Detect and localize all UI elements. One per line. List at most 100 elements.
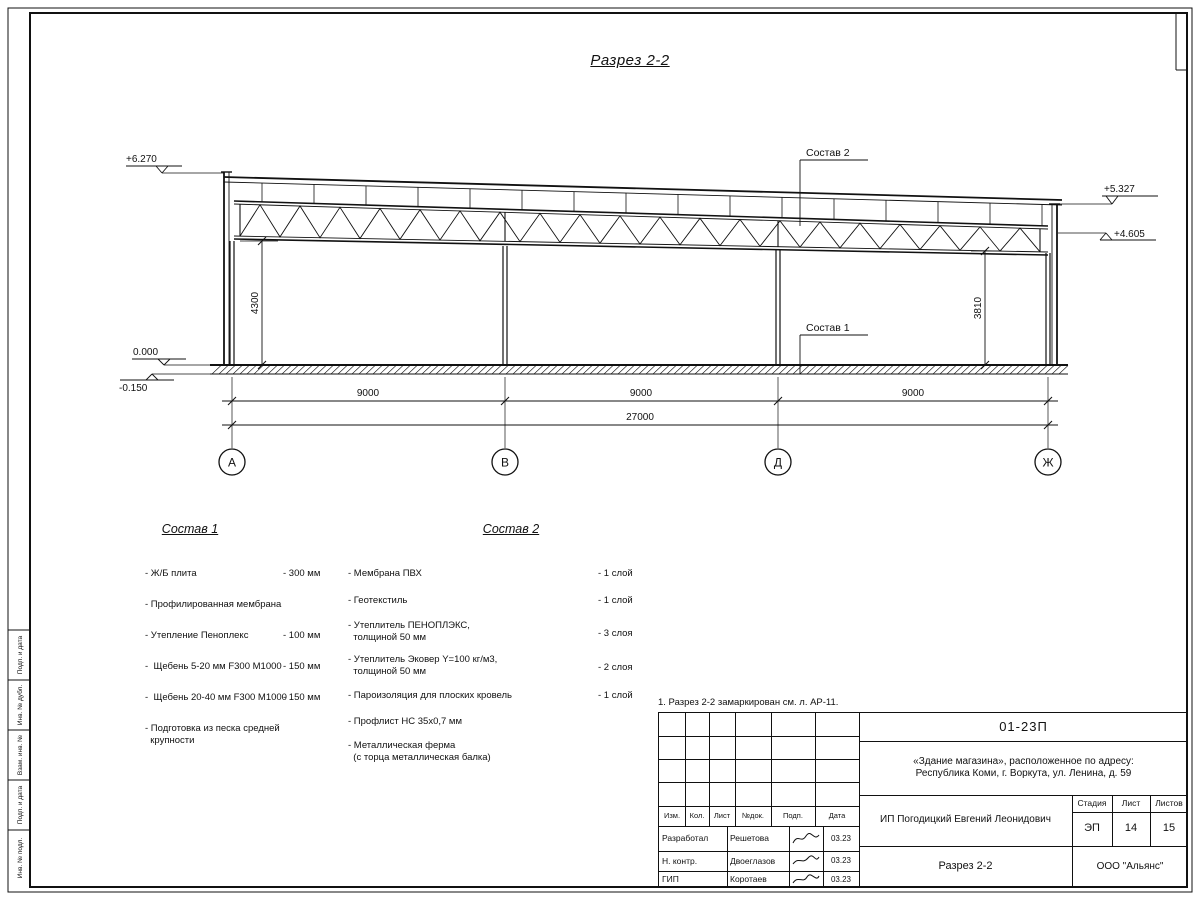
- side-stamp-4: Подп. и дата: [17, 785, 24, 824]
- item-value: - 1 слой: [598, 595, 633, 606]
- sostav2-title: Состав 2: [482, 522, 540, 536]
- divider-line: [859, 713, 860, 888]
- elevation-top-right-lower: +4.605: [1114, 229, 1145, 240]
- item-name: - Профилированная мембрана: [145, 599, 282, 610]
- svg-labels: +6.270 0.000 -0.150 +5.327 +4.605 Состав…: [16, 147, 1145, 878]
- divider-line: [859, 795, 1188, 796]
- row2-name: Двоеглазов: [730, 855, 776, 866]
- dim-total: 27000: [626, 412, 654, 423]
- list-item: - Пароизоляция для плоских кровель - 1 с…: [348, 690, 633, 702]
- item-name: - Щебень 5-20 мм F300 М1000: [145, 661, 282, 672]
- col-podp: Подп.: [783, 811, 803, 821]
- divider-line: [659, 782, 859, 783]
- company-name: ООО "Альянс": [1096, 860, 1164, 872]
- dim-bay-2: 9000: [630, 388, 653, 399]
- dim-height-right: 3810: [973, 296, 984, 319]
- divider-line: [659, 826, 859, 827]
- item-name: - Профлист НС 35х0,7 мм: [348, 716, 462, 727]
- dim-bay-3: 9000: [902, 388, 925, 399]
- item-value: - 100 мм: [283, 630, 321, 641]
- item-name: - Утеплитель ПЕНОПЛЭКС, толщиной 50 мм: [348, 620, 470, 644]
- side-stamp-1: Подп. и дата: [17, 635, 24, 674]
- side-stamp-2: Инв. № дубл.: [16, 685, 24, 725]
- row1-name: Решетова: [730, 833, 769, 844]
- divider-line: [815, 713, 816, 826]
- divider-line: [1072, 812, 1188, 813]
- list-item: - Мембрана ПВХ - 1 слой: [348, 568, 633, 580]
- sheets-label: Листов: [1155, 798, 1183, 809]
- divider-line: [735, 713, 736, 826]
- row1-signature: [789, 826, 823, 851]
- sheets-total: 15: [1162, 822, 1176, 835]
- divider-line: [771, 713, 772, 826]
- list-item: - Профлист НС 35х0,7 мм: [348, 716, 462, 728]
- divider-line: [727, 826, 728, 888]
- row2-date: 03.23: [830, 856, 852, 865]
- item-name: - Подготовка из песка средней крупности: [145, 723, 280, 747]
- item-name: - Ж/Б плита: [145, 568, 197, 579]
- divider-line: [859, 846, 1188, 847]
- doc-number: 01-23П: [999, 718, 1048, 734]
- list-item: - Утеплитель Эковер Y=100 кг/м3, толщино…: [348, 654, 633, 679]
- item-value: - 300 мм: [283, 568, 321, 579]
- item-value: - 150 мм: [283, 692, 321, 703]
- divider-line: [709, 713, 710, 826]
- object-name: «Здание магазина», расположенное по адре…: [913, 755, 1134, 780]
- list-item: - Геотекстиль - 1 слой: [348, 595, 633, 607]
- row2-role: Н. контр.: [662, 855, 698, 866]
- side-stamp-3: Взам. инв. №: [17, 735, 24, 775]
- callout-sostav1: Состав 1: [806, 322, 850, 334]
- item-value: - 1 слой: [598, 568, 633, 579]
- elevation-top-right-upper: +5.327: [1104, 184, 1135, 195]
- drawing-note: 1. Разрез 2-2 замаркирован см. л. АР-11.: [658, 697, 839, 708]
- row3-role: ГИП: [662, 874, 679, 885]
- axis-label-d: Д: [774, 456, 782, 470]
- list-item: - Металлическая ферма (с торца металличе…: [348, 740, 491, 765]
- item-name: - Утеплитель Эковер Y=100 кг/м3, толщино…: [348, 654, 498, 678]
- item-name: - Утепление Пеноплекс: [145, 630, 249, 641]
- list-item: - Щебень 5-20 мм F300 М1000 - 150 мм: [145, 661, 320, 673]
- elevation-zero: 0.000: [133, 347, 158, 358]
- row2-signature: [789, 851, 823, 871]
- row3-signature: [789, 871, 823, 888]
- divider-line: [659, 736, 859, 737]
- divider-line: [659, 759, 859, 760]
- dimension-lines: [222, 240, 1058, 448]
- generated-linework: [211, 183, 1069, 430]
- axis-label-a: А: [228, 456, 236, 470]
- callout-leaders: [799, 159, 868, 374]
- side-stamp-labels: Подп. и дата Инв. № дубл. Взам. инв. № П…: [16, 635, 24, 878]
- item-value: - 150 мм: [283, 661, 321, 672]
- divider-line: [823, 826, 824, 888]
- dim-bay-1: 9000: [357, 388, 380, 399]
- row1-date: 03.23: [830, 833, 852, 843]
- drawing-title: Разрез 2-2: [590, 52, 670, 69]
- dim-height-left: 4300: [250, 291, 261, 314]
- list-item: - Ж/Б плита - 300 мм: [145, 568, 320, 580]
- col-list: Лист: [713, 811, 731, 821]
- building-section: [210, 171, 1068, 375]
- row1-role: Разработал: [662, 833, 709, 844]
- axis-bubbles: [218, 448, 1062, 476]
- axis-label-zh: Ж: [1042, 456, 1053, 470]
- col-kol: Кол.: [689, 811, 705, 821]
- item-name: - Мембрана ПВХ: [348, 568, 422, 579]
- divider-line: [1112, 795, 1113, 846]
- divider-line: [1150, 795, 1151, 846]
- divider-line: [1072, 795, 1073, 888]
- item-name: - Щебень 20-40 мм F300 М1000: [145, 692, 287, 703]
- col-ndok: №док.: [742, 811, 764, 821]
- client-name: ИП Погодицкий Евгений Леонидович: [880, 814, 1051, 826]
- col-data: Дата: [828, 811, 846, 821]
- item-name: - Пароизоляция для плоских кровель: [348, 690, 513, 701]
- list-item: - Щебень 20-40 мм F300 М1000 - 150 мм: [145, 692, 320, 704]
- stage-value: ЭП: [1084, 822, 1100, 835]
- row3-name: Коротаев: [730, 874, 767, 885]
- list-item: - Утеплитель ПЕНОПЛЭКС, толщиной 50 мм -…: [348, 620, 633, 645]
- item-value: - 2 слоя: [598, 662, 633, 673]
- side-stamp-5: Инв. № подл.: [17, 838, 24, 879]
- divider-line: [659, 851, 859, 852]
- sostav1-title: Состав 1: [161, 522, 219, 536]
